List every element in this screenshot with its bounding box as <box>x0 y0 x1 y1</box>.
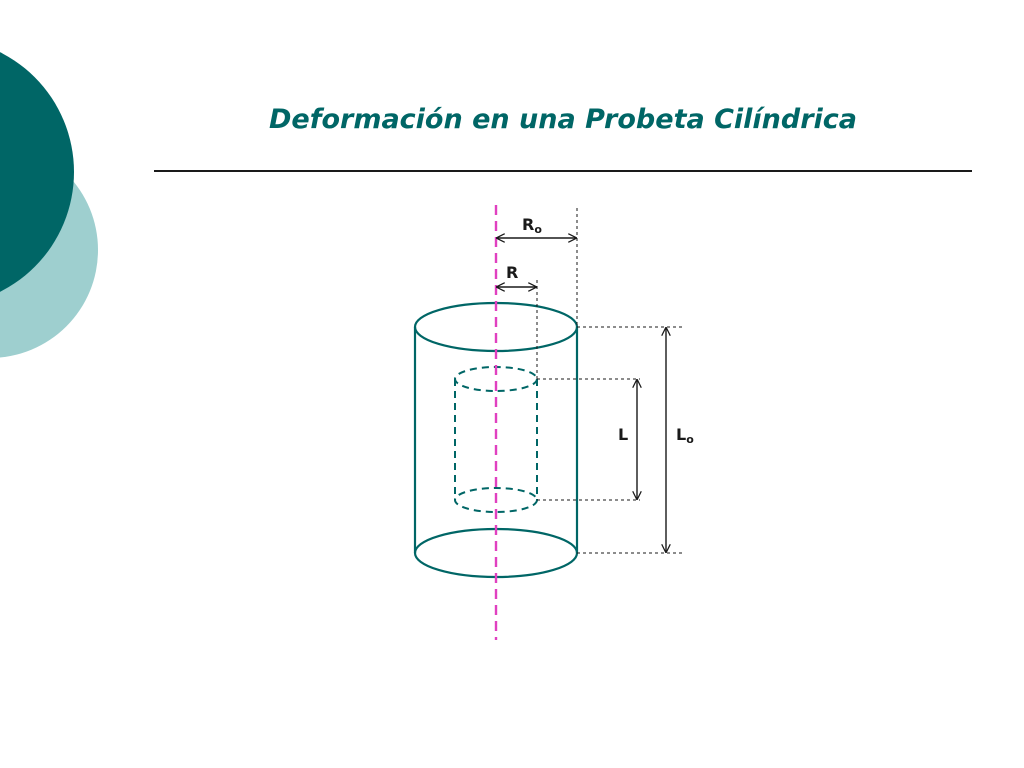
extension-lines <box>536 208 682 554</box>
slide-title: Deformación en una Probeta Cilíndrica <box>268 104 858 135</box>
outer-length-label: Lo <box>676 425 694 446</box>
dark-teal-circle <box>0 52 74 292</box>
dimension-arrows <box>497 238 666 552</box>
outer-cylinder <box>413 301 579 579</box>
decorative-circles <box>0 52 98 358</box>
radius-label: R <box>506 263 518 282</box>
length-label: L <box>618 425 628 444</box>
title-divider <box>154 170 972 172</box>
outer-radius-label: Ro <box>522 215 542 236</box>
